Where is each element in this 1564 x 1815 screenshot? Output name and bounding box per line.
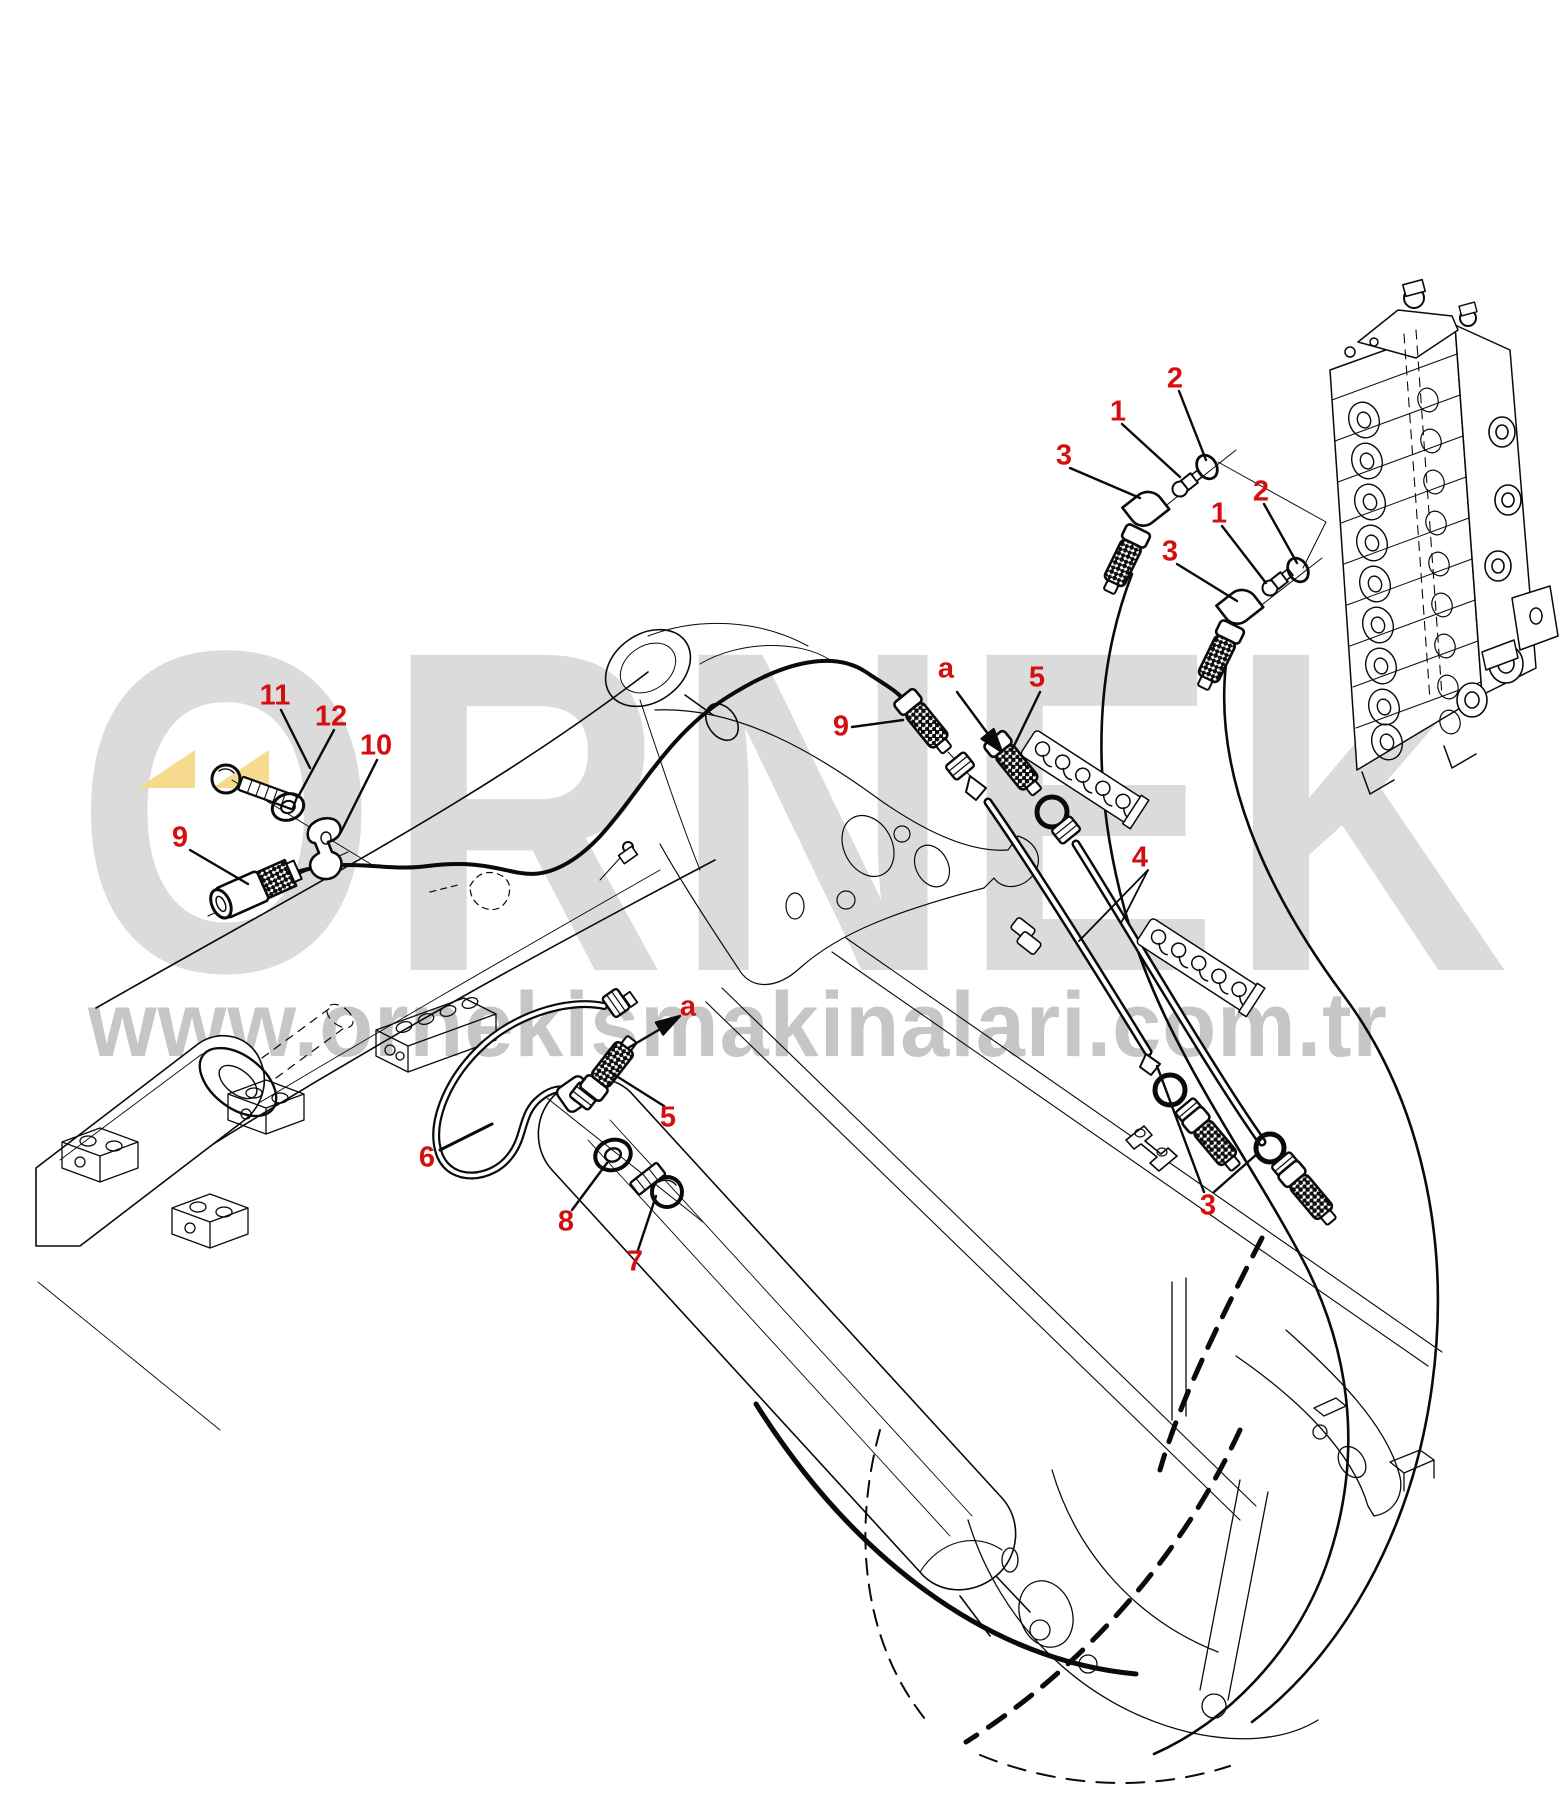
callout-label-5: 5	[659, 1101, 677, 1134]
callout-label-9: 9	[171, 821, 189, 854]
callout-label-3: 3	[1161, 535, 1179, 568]
callout-label-a: a	[937, 652, 955, 685]
control-valve-block	[1329, 278, 1559, 795]
callout-label-2: 2	[1166, 362, 1184, 395]
callout-label-1: 1	[1109, 395, 1127, 428]
callout-label-1: 1	[1210, 497, 1228, 530]
callout-label-9: 9	[832, 710, 850, 743]
watermark-brand-text: ORNEK	[75, 556, 1515, 1068]
callout-label-12: 12	[314, 700, 348, 733]
exploded-parts	[207, 449, 1344, 1232]
hydraulic-hoses	[244, 572, 1440, 1756]
callout-label-7: 7	[626, 1245, 644, 1278]
callout-label-3: 3	[1055, 439, 1073, 472]
callout-label-2: 2	[1252, 475, 1270, 508]
callout-leader-lines	[188, 389, 1299, 1252]
callout-label-3: 3	[1199, 1189, 1217, 1222]
callout-label-11: 11	[259, 679, 291, 712]
callout-label-a: a	[679, 990, 697, 1023]
callout-label-5: 5	[1028, 661, 1046, 694]
callout-label-4: 4	[1131, 841, 1149, 874]
callout-label-6: 6	[418, 1141, 436, 1174]
callout-label-10: 10	[359, 729, 393, 762]
callout-label-8: 8	[557, 1205, 575, 1238]
